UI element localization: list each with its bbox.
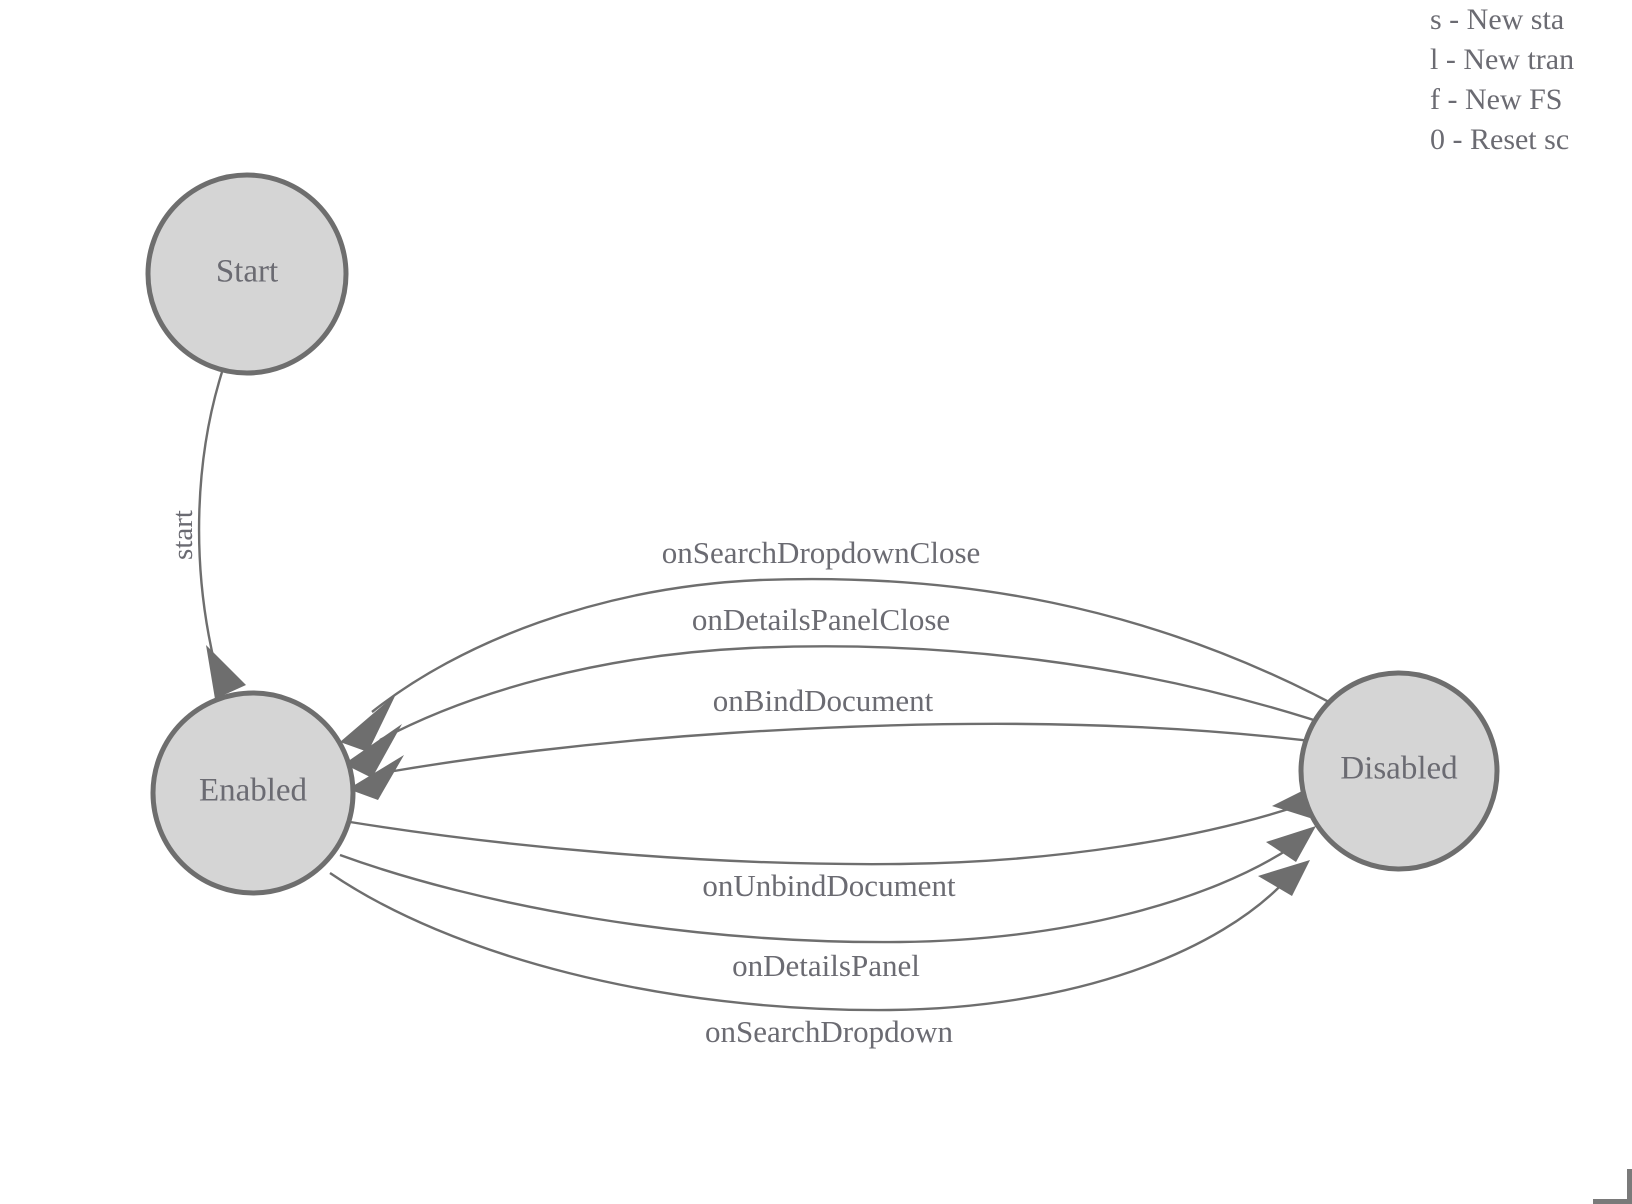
arrow-head-onSearchDropdown	[1258, 860, 1310, 896]
transition-start-to-enabled[interactable]	[197, 371, 246, 699]
edge-label-onUnbindDocument: onUnbindDocument	[702, 868, 956, 903]
state-node-disabled[interactable]: Disabled	[1298, 670, 1500, 872]
transition-disabled-to-enabled-bind-document[interactable]	[348, 722, 1336, 800]
legend-line-reset-scene: 0 - Reset sc	[1430, 123, 1570, 156]
state-label-start: Start	[216, 254, 278, 290]
state-circle-enabled[interactable]	[150, 690, 356, 896]
state-circle-start[interactable]	[145, 172, 349, 376]
transition-enabled-to-disabled-unbind-document[interactable]	[349, 782, 1320, 866]
arrow-head-onDetailsPanel	[1266, 826, 1316, 862]
arrow-head-onBindDocument	[348, 755, 404, 800]
state-label-enabled: Enabled	[199, 773, 308, 809]
arrow-head-onSearchDropdownClose	[340, 694, 396, 752]
legend-line-new-fsm: f - New FS	[1430, 83, 1563, 116]
state-node-start[interactable]: Start	[145, 172, 349, 376]
edge-label-onDetailsPanel: onDetailsPanel	[732, 948, 920, 983]
state-circle-disabled[interactable]	[1298, 670, 1500, 872]
edge-label-onSearchDropdownClose: onSearchDropdownClose	[662, 535, 981, 570]
transition-enabled-to-disabled-search-dropdown[interactable]	[329, 860, 1310, 1012]
state-label-disabled: Disabled	[1340, 751, 1458, 787]
edge-path-start-to-enabled[interactable]	[197, 371, 224, 666]
edge-label-onBindDocument: onBindDocument	[713, 683, 934, 718]
transition-disabled-to-enabled-details-close[interactable]	[344, 645, 1348, 778]
arrow-head-start-to-enabled	[206, 645, 246, 699]
edge-path-onDetailsPanel[interactable]	[339, 846, 1291, 944]
edge-path-onSearchDropdownClose[interactable]	[371, 577, 1356, 718]
edge-path-onBindDocument[interactable]	[387, 722, 1336, 774]
edge-path-onSearchDropdown[interactable]	[329, 872, 1289, 1012]
arrow-head-onDetailsPanelClose	[344, 724, 402, 778]
transition-enabled-to-disabled-details-panel[interactable]	[339, 826, 1316, 944]
keyboard-shortcut-legend: s - New sta l - New tran f - New FS 0 - …	[1430, 0, 1632, 160]
legend-line-new-transition: l - New tran	[1430, 43, 1575, 76]
edge-label-start: start	[167, 510, 199, 560]
edge-label-onDetailsPanelClose: onDetailsPanelClose	[692, 602, 950, 637]
legend-line-new-state: s - New sta	[1430, 3, 1565, 36]
edge-path-onDetailsPanelClose[interactable]	[379, 645, 1348, 742]
edge-label-onSearchDropdown: onSearchDropdown	[705, 1014, 953, 1049]
edge-path-onUnbindDocument[interactable]	[349, 804, 1299, 866]
transition-disabled-to-enabled-search-close[interactable]	[340, 577, 1356, 752]
canvas-corner-frame	[1593, 1169, 1632, 1204]
state-node-enabled[interactable]: Enabled	[150, 690, 356, 896]
